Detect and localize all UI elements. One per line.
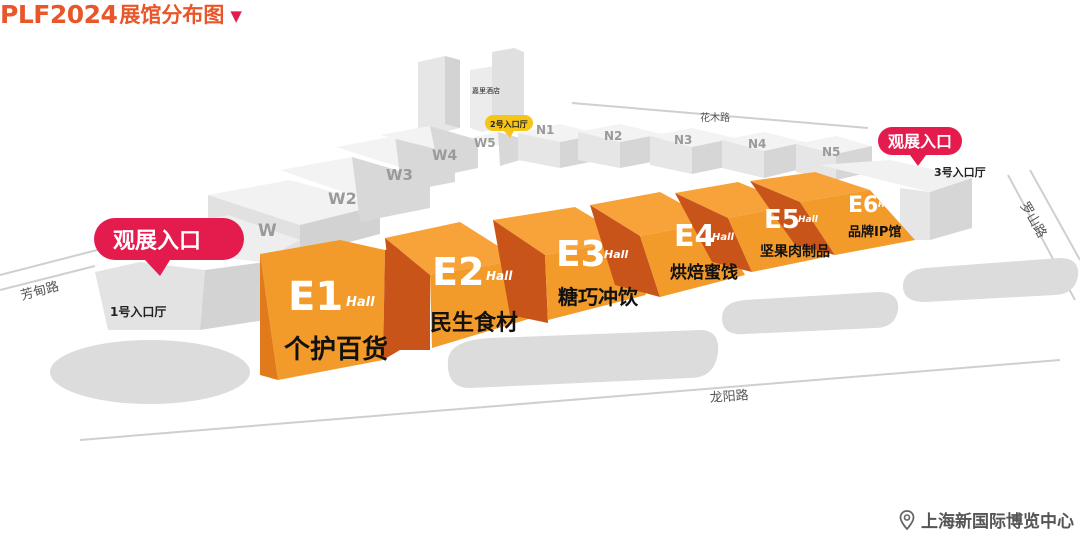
hall-e5-code: E5 bbox=[764, 205, 800, 235]
location-pin-icon bbox=[899, 509, 915, 530]
hall-e2-sub: Hall bbox=[486, 269, 513, 283]
hall-e6-category: 品牌IP馆 bbox=[848, 224, 901, 240]
north-hall-n4: N4 bbox=[748, 137, 766, 151]
hall-e6[interactable] bbox=[750, 172, 915, 255]
road-fangdian: 芳甸路 bbox=[19, 278, 61, 304]
lawns bbox=[50, 258, 1079, 404]
lobby2-label: 2号入口厅 bbox=[490, 120, 528, 129]
entrance-3-label: 观展入口 bbox=[888, 132, 952, 151]
title-dropdown-icon[interactable]: ▼ bbox=[230, 6, 242, 25]
north-hall-n5: N5 bbox=[822, 145, 840, 159]
west-halls bbox=[95, 126, 520, 330]
hall-e1-category: 个护百货 bbox=[284, 334, 388, 365]
hall-e4-category: 烘焙蜜饯 bbox=[670, 262, 738, 283]
entrance-1-badge[interactable] bbox=[94, 218, 244, 276]
hall-e1[interactable] bbox=[260, 240, 400, 380]
hall-e3-sub: Hall bbox=[604, 248, 628, 261]
hotel-towers bbox=[418, 48, 524, 134]
west-hall-w5: W5 bbox=[474, 136, 496, 150]
hall-e6-code: E6 bbox=[848, 193, 878, 218]
hall-e2-code: E2 bbox=[432, 250, 484, 294]
lobby2-tag bbox=[485, 115, 533, 138]
hall-e2-category: 民生食材 bbox=[430, 310, 518, 336]
road-huamu: 花木路 bbox=[700, 111, 730, 124]
west-hall-w2: W2 bbox=[328, 189, 357, 208]
entrance-3-badge[interactable] bbox=[878, 127, 962, 166]
north-hall-n3: N3 bbox=[674, 133, 692, 147]
hotel-label: 嘉里酒店 bbox=[472, 86, 500, 95]
west-hall-w3: W3 bbox=[386, 166, 413, 184]
hall-e1-sub: Hall bbox=[346, 295, 375, 310]
hall-e1-code: E1 bbox=[288, 274, 343, 320]
lobby1-label: 1号入口厅 bbox=[110, 304, 166, 319]
north-hall-n2: N2 bbox=[604, 129, 622, 143]
venue-name: 上海新国际博览中心 bbox=[921, 512, 1074, 532]
hall-e6-sub: Hall bbox=[878, 200, 896, 209]
hall-e3-code: E3 bbox=[556, 234, 606, 275]
hall-e4-sub: Hall bbox=[712, 232, 735, 243]
hall-e4-code: E4 bbox=[674, 219, 715, 254]
road-luoshan: 罗山路 bbox=[1017, 199, 1050, 241]
north-halls bbox=[518, 124, 972, 240]
title-brand: PLF2024 bbox=[0, 0, 118, 29]
west-hall-w4: W4 bbox=[432, 148, 457, 164]
hall-e5-sub: Hall bbox=[798, 215, 819, 225]
page-title: PLF2024 展馆分布图 ▼ bbox=[0, 0, 242, 29]
entrance-1-label: 观展入口 bbox=[113, 229, 201, 254]
hall-e5-category: 坚果肉制品 bbox=[760, 243, 830, 260]
road-longyang: 龙阳路 bbox=[709, 387, 749, 406]
venue-location: 上海新国际博览中心 bbox=[897, 507, 1074, 532]
hall-e3-category: 糖巧冲饮 bbox=[558, 285, 639, 309]
lobby3-label: 3号入口厅 bbox=[934, 166, 986, 179]
west-hall-w: W bbox=[258, 221, 277, 241]
title-text: 展馆分布图 bbox=[119, 3, 225, 27]
north-hall-n1: N1 bbox=[536, 123, 554, 137]
